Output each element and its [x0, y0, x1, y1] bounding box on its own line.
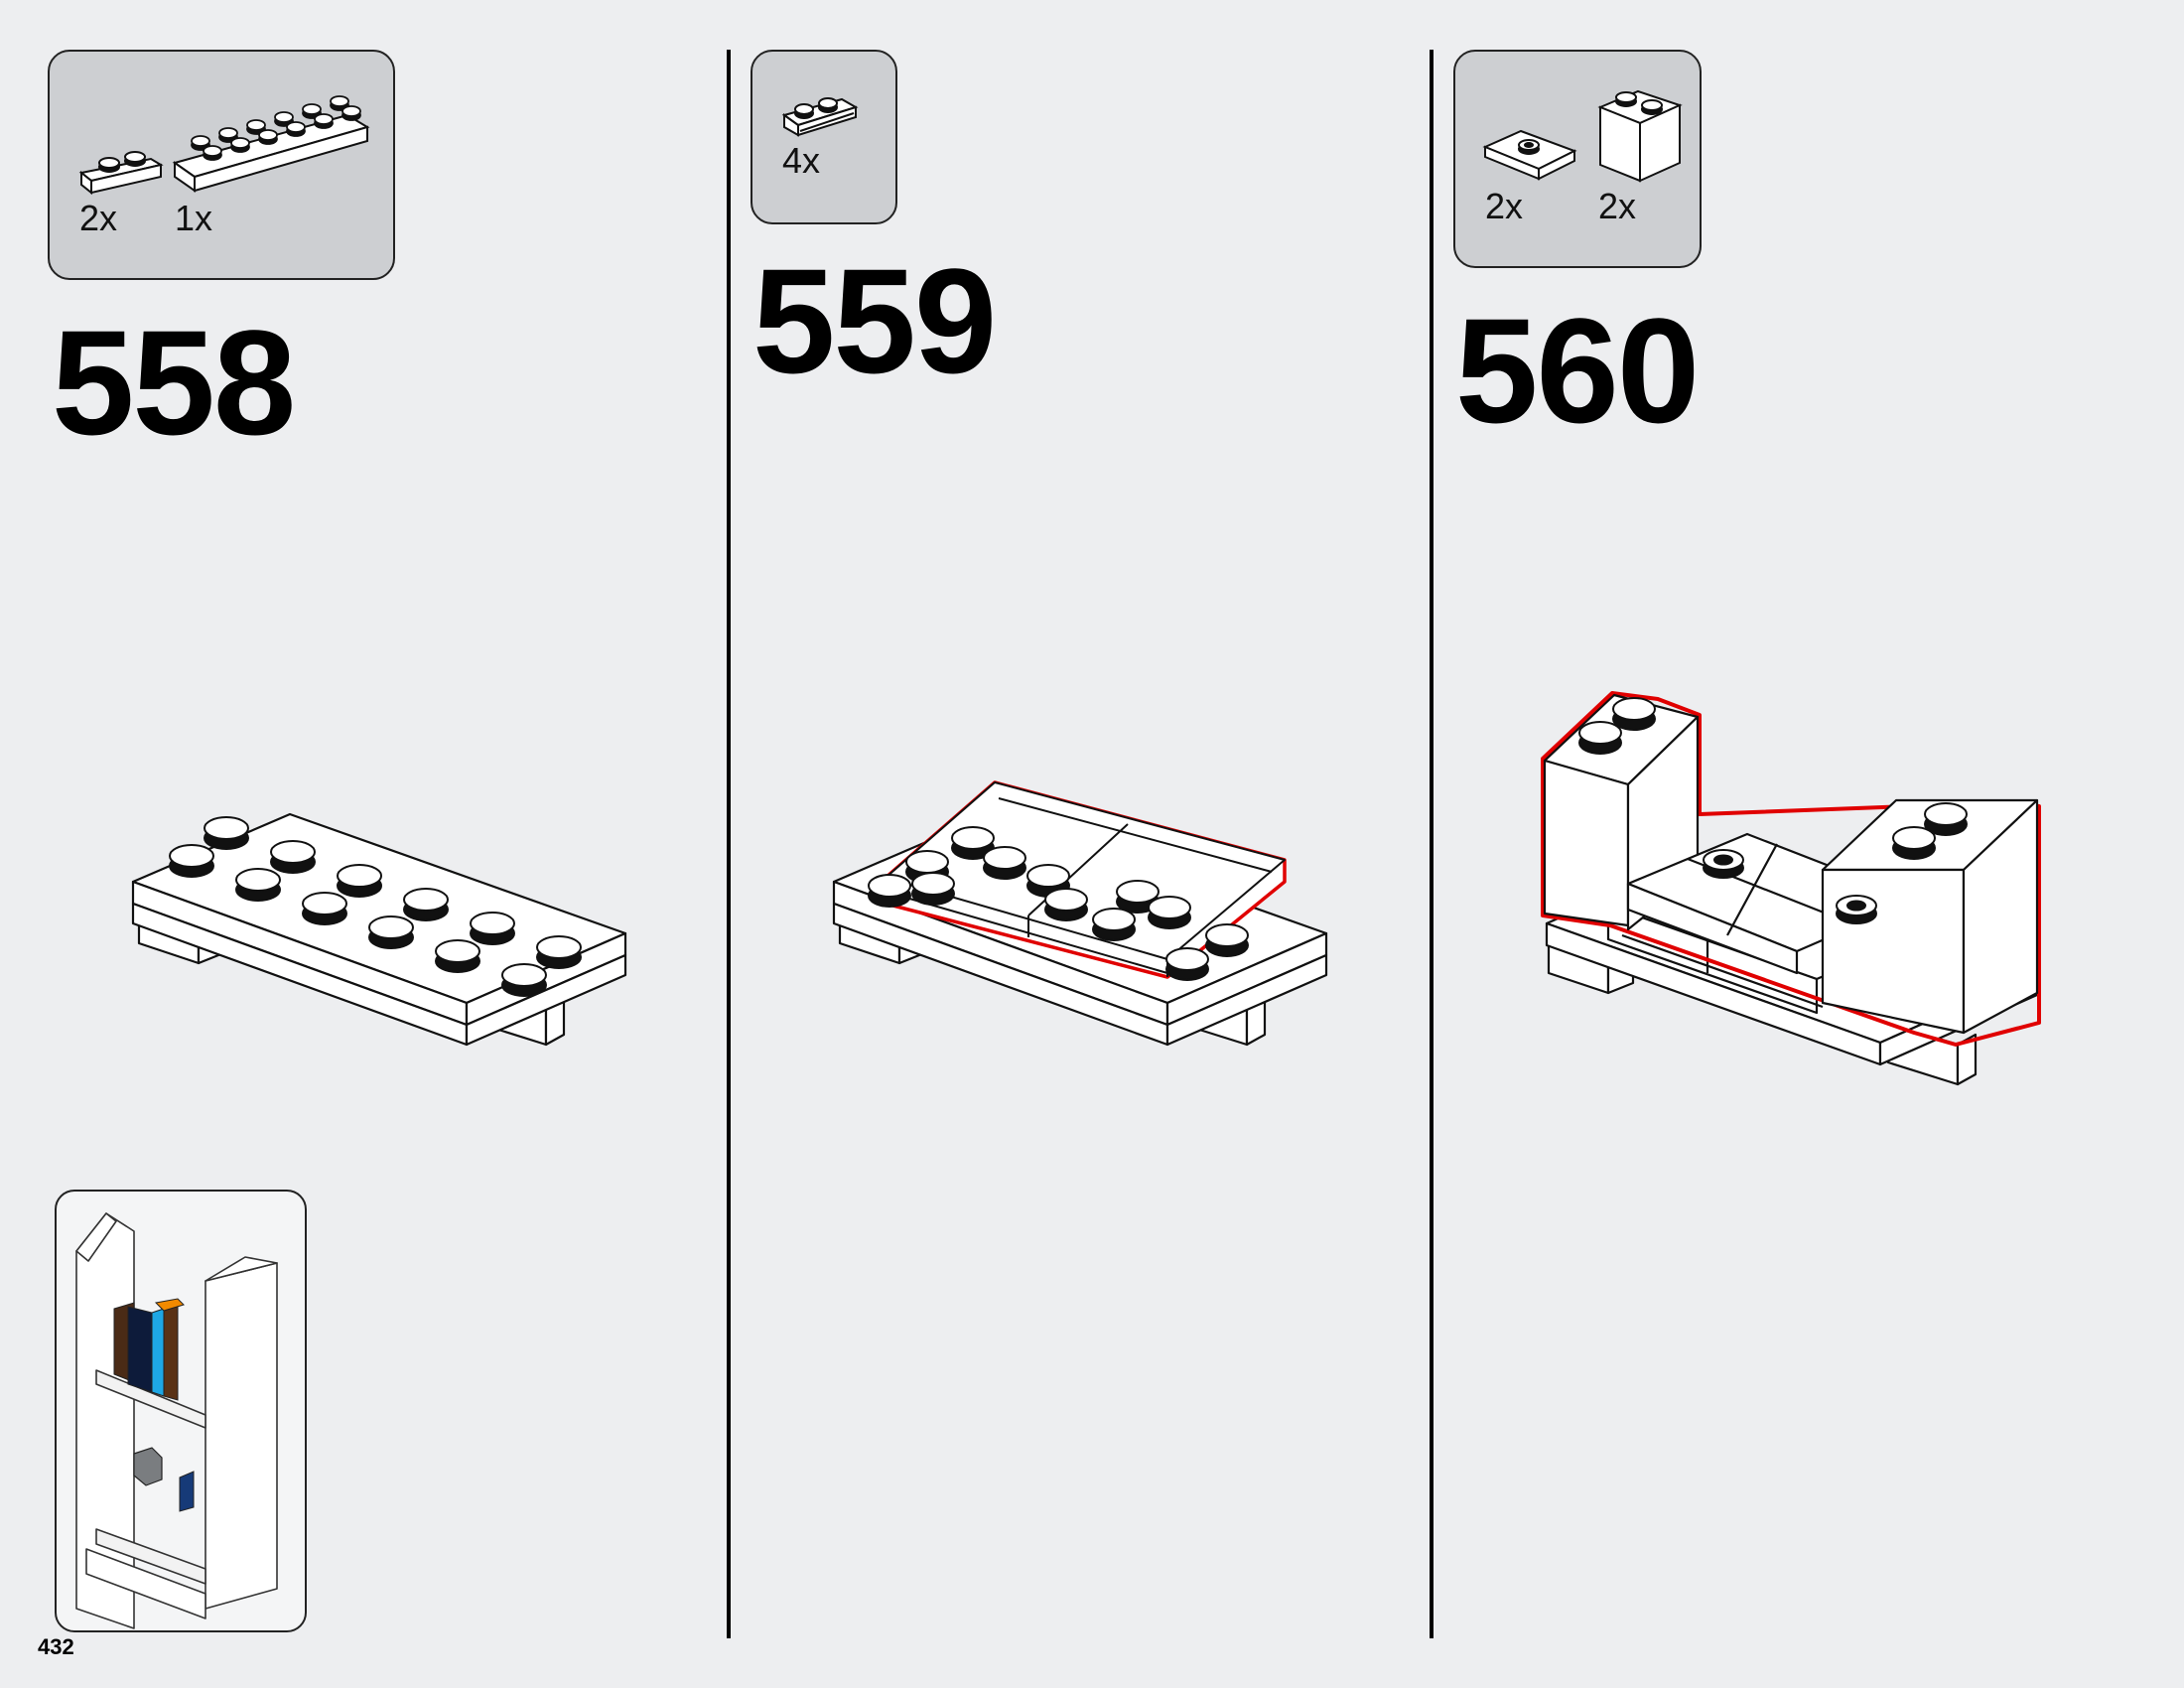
- part-qty: 4x: [782, 140, 821, 181]
- stud-top: [302, 103, 322, 115]
- jumper-plate-icon: [1482, 129, 1577, 181]
- stud-top: [1092, 908, 1136, 931]
- stud-top: [302, 892, 347, 915]
- part-qty: 2x: [1485, 186, 1524, 226]
- step-divider-left: [727, 50, 731, 1638]
- step-divider-right: [1430, 50, 1433, 1638]
- step-number: 558: [52, 299, 296, 466]
- stud-top: [905, 850, 949, 874]
- stud-hole: [1846, 900, 1866, 912]
- stud-top: [218, 127, 238, 139]
- stud-top: [951, 826, 995, 850]
- stud-top: [1116, 880, 1160, 904]
- page-number: 432: [38, 1634, 74, 1659]
- step-558-model: [131, 812, 627, 1047]
- part-qty: 2x: [1598, 186, 1637, 226]
- stud-top: [235, 868, 281, 892]
- finished-model-preview: [55, 1190, 307, 1632]
- parts-callout-559: 4x: [751, 50, 897, 224]
- parts-callout-558: 2x 1x: [48, 50, 395, 280]
- stud-top: [169, 844, 214, 868]
- step-560-model: [1541, 691, 2041, 1086]
- stud-top: [1924, 802, 1968, 826]
- step-559-model: [832, 780, 1328, 1047]
- stud-top: [1165, 947, 1209, 971]
- stud-top: [286, 121, 306, 133]
- stud-top: [330, 95, 349, 107]
- stud-top: [403, 888, 449, 912]
- stud-top: [470, 912, 515, 935]
- part-qty: 1x: [175, 198, 213, 238]
- stud-top: [368, 915, 414, 939]
- stud-top: [1148, 896, 1191, 919]
- stud-top: [203, 145, 222, 157]
- stud-top: [1892, 826, 1936, 850]
- stud-top: [911, 872, 955, 896]
- stud-top: [341, 105, 361, 117]
- stud-top: [274, 111, 294, 123]
- stud-top: [270, 840, 316, 864]
- stud-top: [314, 113, 334, 125]
- stud-top: [1612, 697, 1656, 721]
- stud-top: [983, 846, 1026, 870]
- stud-hole: [1713, 854, 1733, 866]
- stud-top: [191, 135, 210, 147]
- stud-top: [258, 129, 278, 141]
- stud-top: [501, 963, 547, 987]
- plate-1x2-icon: [78, 151, 164, 196]
- stud-top: [1578, 721, 1622, 745]
- brick-1x2x2-icon: [1597, 89, 1683, 183]
- stud-top: [230, 137, 250, 149]
- plate-2x6-icon: [172, 95, 370, 193]
- part-qty: 2x: [79, 198, 118, 238]
- step-number: 560: [1455, 287, 1700, 454]
- stud-top: [246, 119, 266, 131]
- stud-top: [337, 864, 382, 888]
- stud-top: [435, 939, 480, 963]
- step-number: 559: [752, 237, 997, 404]
- stud-top: [868, 874, 911, 898]
- stud-top: [1205, 923, 1249, 947]
- stud-top: [536, 935, 582, 959]
- parts-callout-560: 2x 2x: [1453, 50, 1702, 268]
- stud-top: [204, 816, 249, 840]
- plate-1x2-rail-icon: [781, 97, 859, 137]
- stud-top: [1044, 888, 1088, 912]
- stud-top: [1026, 864, 1070, 888]
